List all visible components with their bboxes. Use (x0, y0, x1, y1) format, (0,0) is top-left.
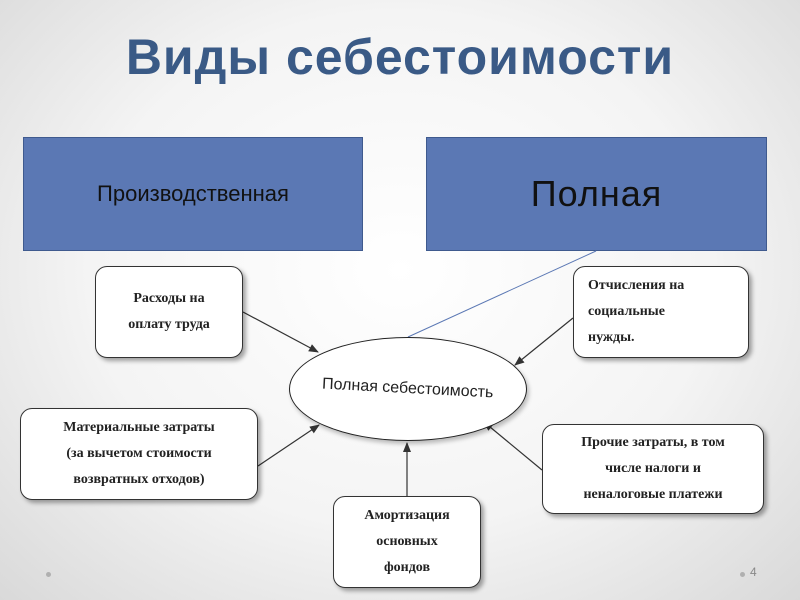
amortization-node: Амортизация основных фондов (333, 496, 481, 588)
full-cost-center-ellipse: Полная себестоимость (289, 337, 527, 441)
footer-dot-right (740, 572, 745, 577)
production-cost-label: Производственная (97, 181, 289, 206)
material-costs-node: Материальные затраты (за вычетом стоимос… (20, 408, 258, 500)
slide-title: Виды себестоимости (125, 29, 675, 85)
center-label: Полная себестоимость (322, 375, 495, 402)
full-cost-box: Полная (426, 137, 767, 251)
full-cost-label: Полная (530, 173, 663, 214)
other-costs-node: Прочие затраты, в том числе налоги и нен… (542, 424, 764, 514)
arrow-material (257, 424, 320, 467)
arrow-other (483, 421, 543, 471)
arrow-labor (242, 311, 319, 353)
footer-dot-left (46, 572, 51, 577)
labor-costs-node: Расходы на оплату труда (95, 266, 243, 358)
arrow-social (514, 317, 574, 366)
production-cost-box: Производственная (23, 137, 363, 251)
social-contributions-node: Отчисления на социальные нужды. (573, 266, 749, 358)
page-number: 4 (750, 565, 757, 579)
connector-full-to-center (407, 250, 597, 338)
